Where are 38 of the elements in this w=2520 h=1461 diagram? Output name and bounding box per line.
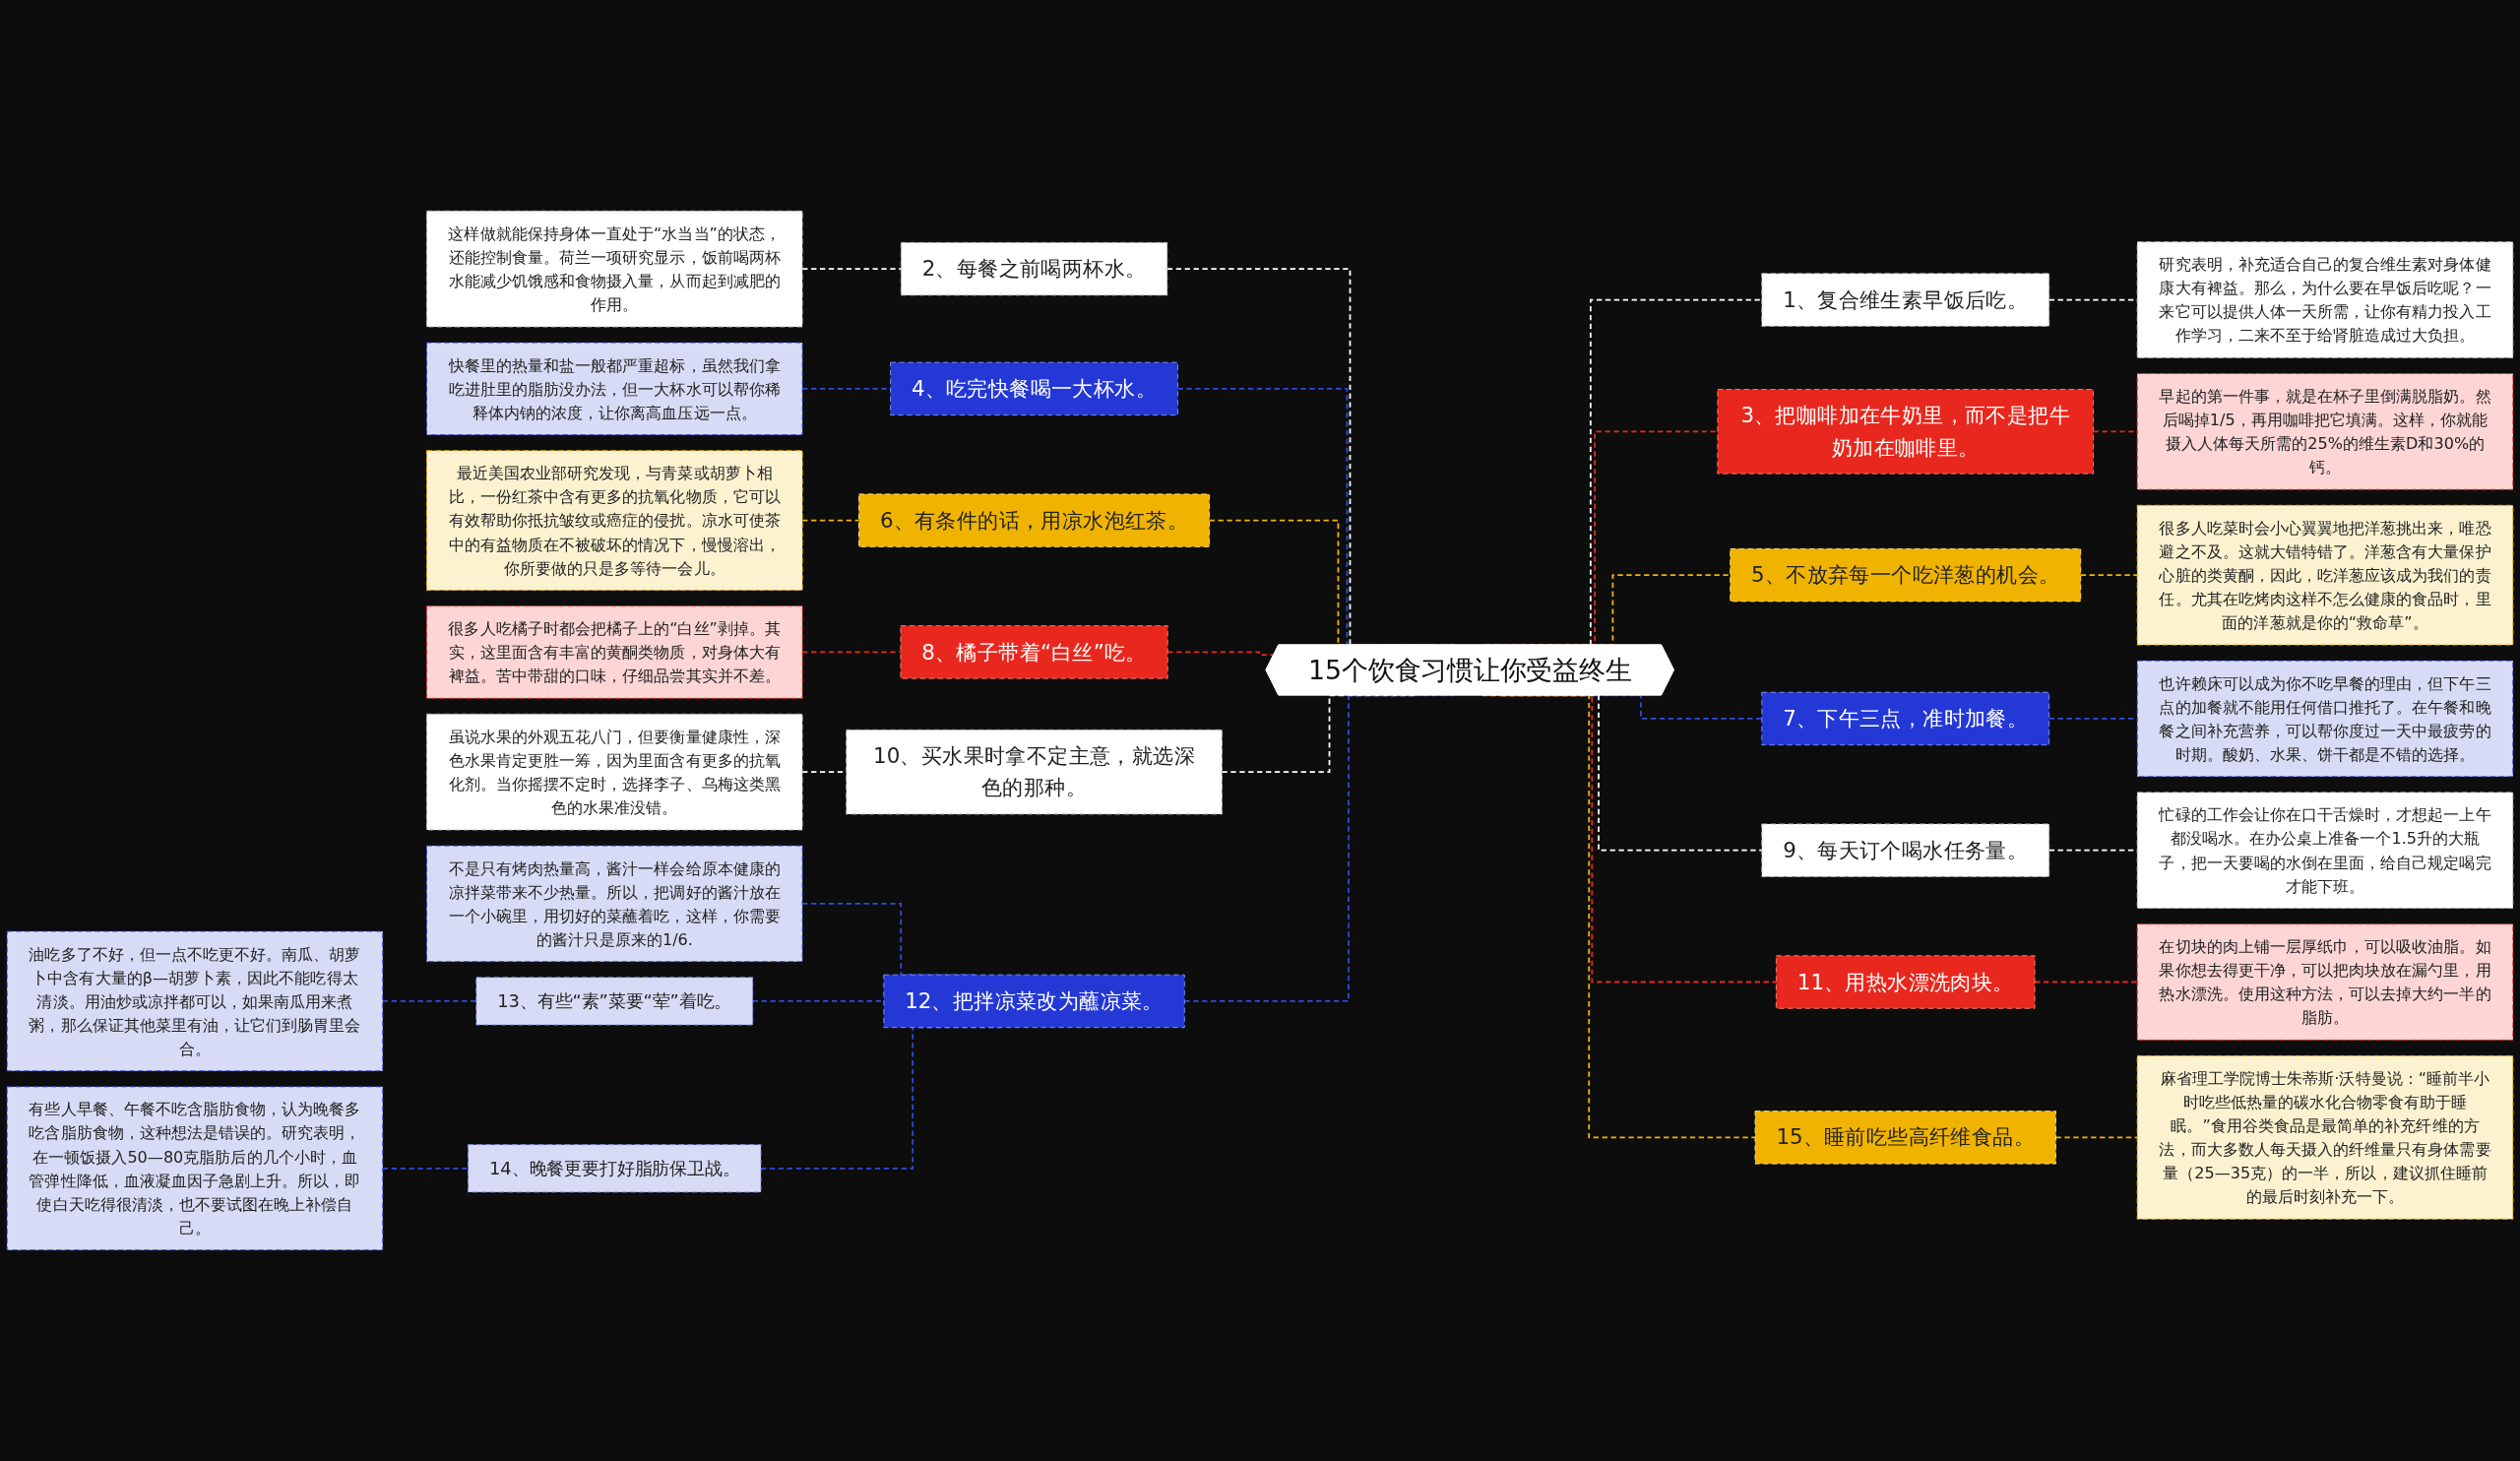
connector bbox=[801, 519, 860, 522]
node-box: 研究表明，补充适合自己的复合维生素对身体健康大有裨益。那么，为什么要在早饭后吃呢？一来它可以提供人体一天所需，让你有精力投入工作学习，二来不至于给肾脏造成过大负担。 bbox=[2136, 241, 2514, 358]
node-box: 5、不放弃每一个吃洋葱的机会。 bbox=[1730, 547, 2082, 603]
connector bbox=[381, 1167, 470, 1170]
node-box: 虽说水果的外观五花八门，但要衡量健康性，深色水果肯定更胜一筹，因为里面含有更多的抗氧化剂。当你摇摆不定时，选择李子、乌梅这类黑色的水果准没错。 bbox=[425, 713, 803, 831]
node-box: 忙碌的工作会让你在口干舌燥时，才想起一上午都没喝水。在办公桌上准备一个1.5升的大瓶子，把一天要喝的水倒在里面，给自己规定喝完才能下班。 bbox=[2136, 792, 2514, 910]
connector bbox=[381, 1000, 477, 1002]
node-box: 11、用热水漂洗肉块。 bbox=[1775, 955, 2036, 1009]
connector bbox=[2079, 574, 2139, 577]
node-box: 7、下午三点，准时加餐。 bbox=[1761, 691, 2050, 746]
node-box: 快餐里的热量和盐一般都严重超标，虽然我们拿吃进肚里的脂肪没办法，但一大杯水可以帮你稀释体内钠的浓度，让你离高血压远一点。 bbox=[425, 342, 803, 436]
node-box: 麻省理工学院博士朱蒂斯·沃特曼说：“睡前半小时吃些低热量的碳水化合物零食有助于睡眠。”食用谷类食品是最简单的补充纤维的方法，而大多数人每天摄入的纤维量只有身体需要量（25—35克）的一半，所以，建议抓住睡前的最后时刻补充一下。 bbox=[2136, 1054, 2514, 1220]
node-box: 有些人早餐、午餐不吃含脂肪食物，认为晚餐多吃含脂肪食物，这种想法是错误的。研究表明，在一顿饭摄入50—80克脂肪后的几个小时，血管弹性降低，血液凝血因子急剧上升。所以，即使白天吃得很清淡，也不要试图在晚上补偿自己。 bbox=[6, 1086, 384, 1251]
node-box: 早起的第一件事，就是在杯子里倒满脱脂奶。然后喝掉1/5，再用咖啡把它填满。这样，你就能摄入人体每天所需的25%的维生素D和30%的钙。 bbox=[2136, 373, 2514, 490]
connector bbox=[801, 268, 903, 270]
node-box: 2、每餐之前喝两杯水。 bbox=[900, 241, 1168, 296]
node-box: 9、每天订个喝水任务量。 bbox=[1761, 823, 2050, 877]
node-box: 最近美国农业部研究发现，与青菜或胡萝卜相比，一份红茶中含有更多的抗氧化物质，它可以有效帮助你抵抗皱纹或癌症的侵扰。凉水可使茶中的有益物质在不被破坏的情况下，慢慢溶出，你所要做的只是多等待一会儿。 bbox=[425, 450, 803, 591]
node-box: 很多人吃橘子时都会把橘子上的“白丝”剥掉。其实，这里面含有丰富的黄酮类物质，对身体大有裨益。苦中带甜的口味，仔细品尝其实并不差。 bbox=[425, 605, 803, 699]
node-box: 油吃多了不好，但一点不吃更不好。南瓜、胡萝卜中含有大量的β—胡萝卜素，因此不能吃得太清淡。用油炒或凉拌都可以，如果南瓜用来煮粥，那么保证其他菜里有油，让它们到肠胃里会合。 bbox=[6, 930, 384, 1072]
node-box: 10、买水果时拿不定主意，就选深色的那种。 bbox=[846, 729, 1223, 815]
node-box: 在切块的肉上铺一层厚纸巾，可以吸收油脂。如果你想去得更干净，可以把肉块放在漏勺里，用热水漂洗。使用这种方法，可以去掉大约一半的脂肪。 bbox=[2136, 923, 2514, 1041]
node-box: 很多人吃菜时会小心翼翼地把洋葱挑出来，唯恐避之不及。这就大错特错了。洋葱含有大量保护心脏的类黄酮，因此，吃洋葱应该成为我们的责任。尤其在吃烤肉这样不怎么健康的食品时，里面的洋葱就是你的“救命草”。 bbox=[2136, 504, 2514, 646]
node-box: 3、把咖啡加在牛奶里，而不是把牛奶加在咖啡里。 bbox=[1717, 389, 2095, 475]
node-box: 8、橘子带着“白丝”吃。 bbox=[900, 625, 1168, 679]
node-box: 15、睡前吃些高纤维食品。 bbox=[1754, 1111, 2056, 1165]
node-box: 12、把拌凉菜改为蘸凉菜。 bbox=[883, 974, 1185, 1029]
node-box: 这样做就能保持身体一直处于“水当当”的状态，还能控制食量。荷兰一项研究显示，饭前喝两杯水能减少饥饿感和食物摄入量，从而起到减肥的作用。 bbox=[425, 210, 803, 328]
node-box: 不是只有烤肉热量高，酱汁一样会给原本健康的凉拌菜带来不少热量。所以，把调好的酱汁放在一个小碗里，用切好的菜蘸着吃，这样，你需要的酱汁只是原来的1/6. bbox=[425, 845, 803, 963]
connector bbox=[2034, 981, 2139, 984]
node-box: 13、有些“素”菜要“荤”着吃。 bbox=[475, 977, 754, 1026]
connector bbox=[1166, 651, 1276, 657]
connector bbox=[2054, 1136, 2139, 1139]
node-box: 6、有条件的话，用凉水泡红茶。 bbox=[858, 493, 1211, 547]
node-box: 4、吃完快餐喝一大杯水。 bbox=[890, 361, 1178, 416]
node-box: 14、晚餐更要打好脂肪保卫战。 bbox=[468, 1144, 762, 1193]
node-box: 也许赖床可以成为你不吃早餐的理由，但下午三点的加餐就不能用任何借口推托了。在午餐和晚餐之间补充营养，可以帮你度过一天中最疲劳的时期。酸奶、水果、饼干都是不错的选择。 bbox=[2136, 660, 2514, 778]
node-box: 1、复合维生素早饭后吃。 bbox=[1761, 273, 2050, 327]
